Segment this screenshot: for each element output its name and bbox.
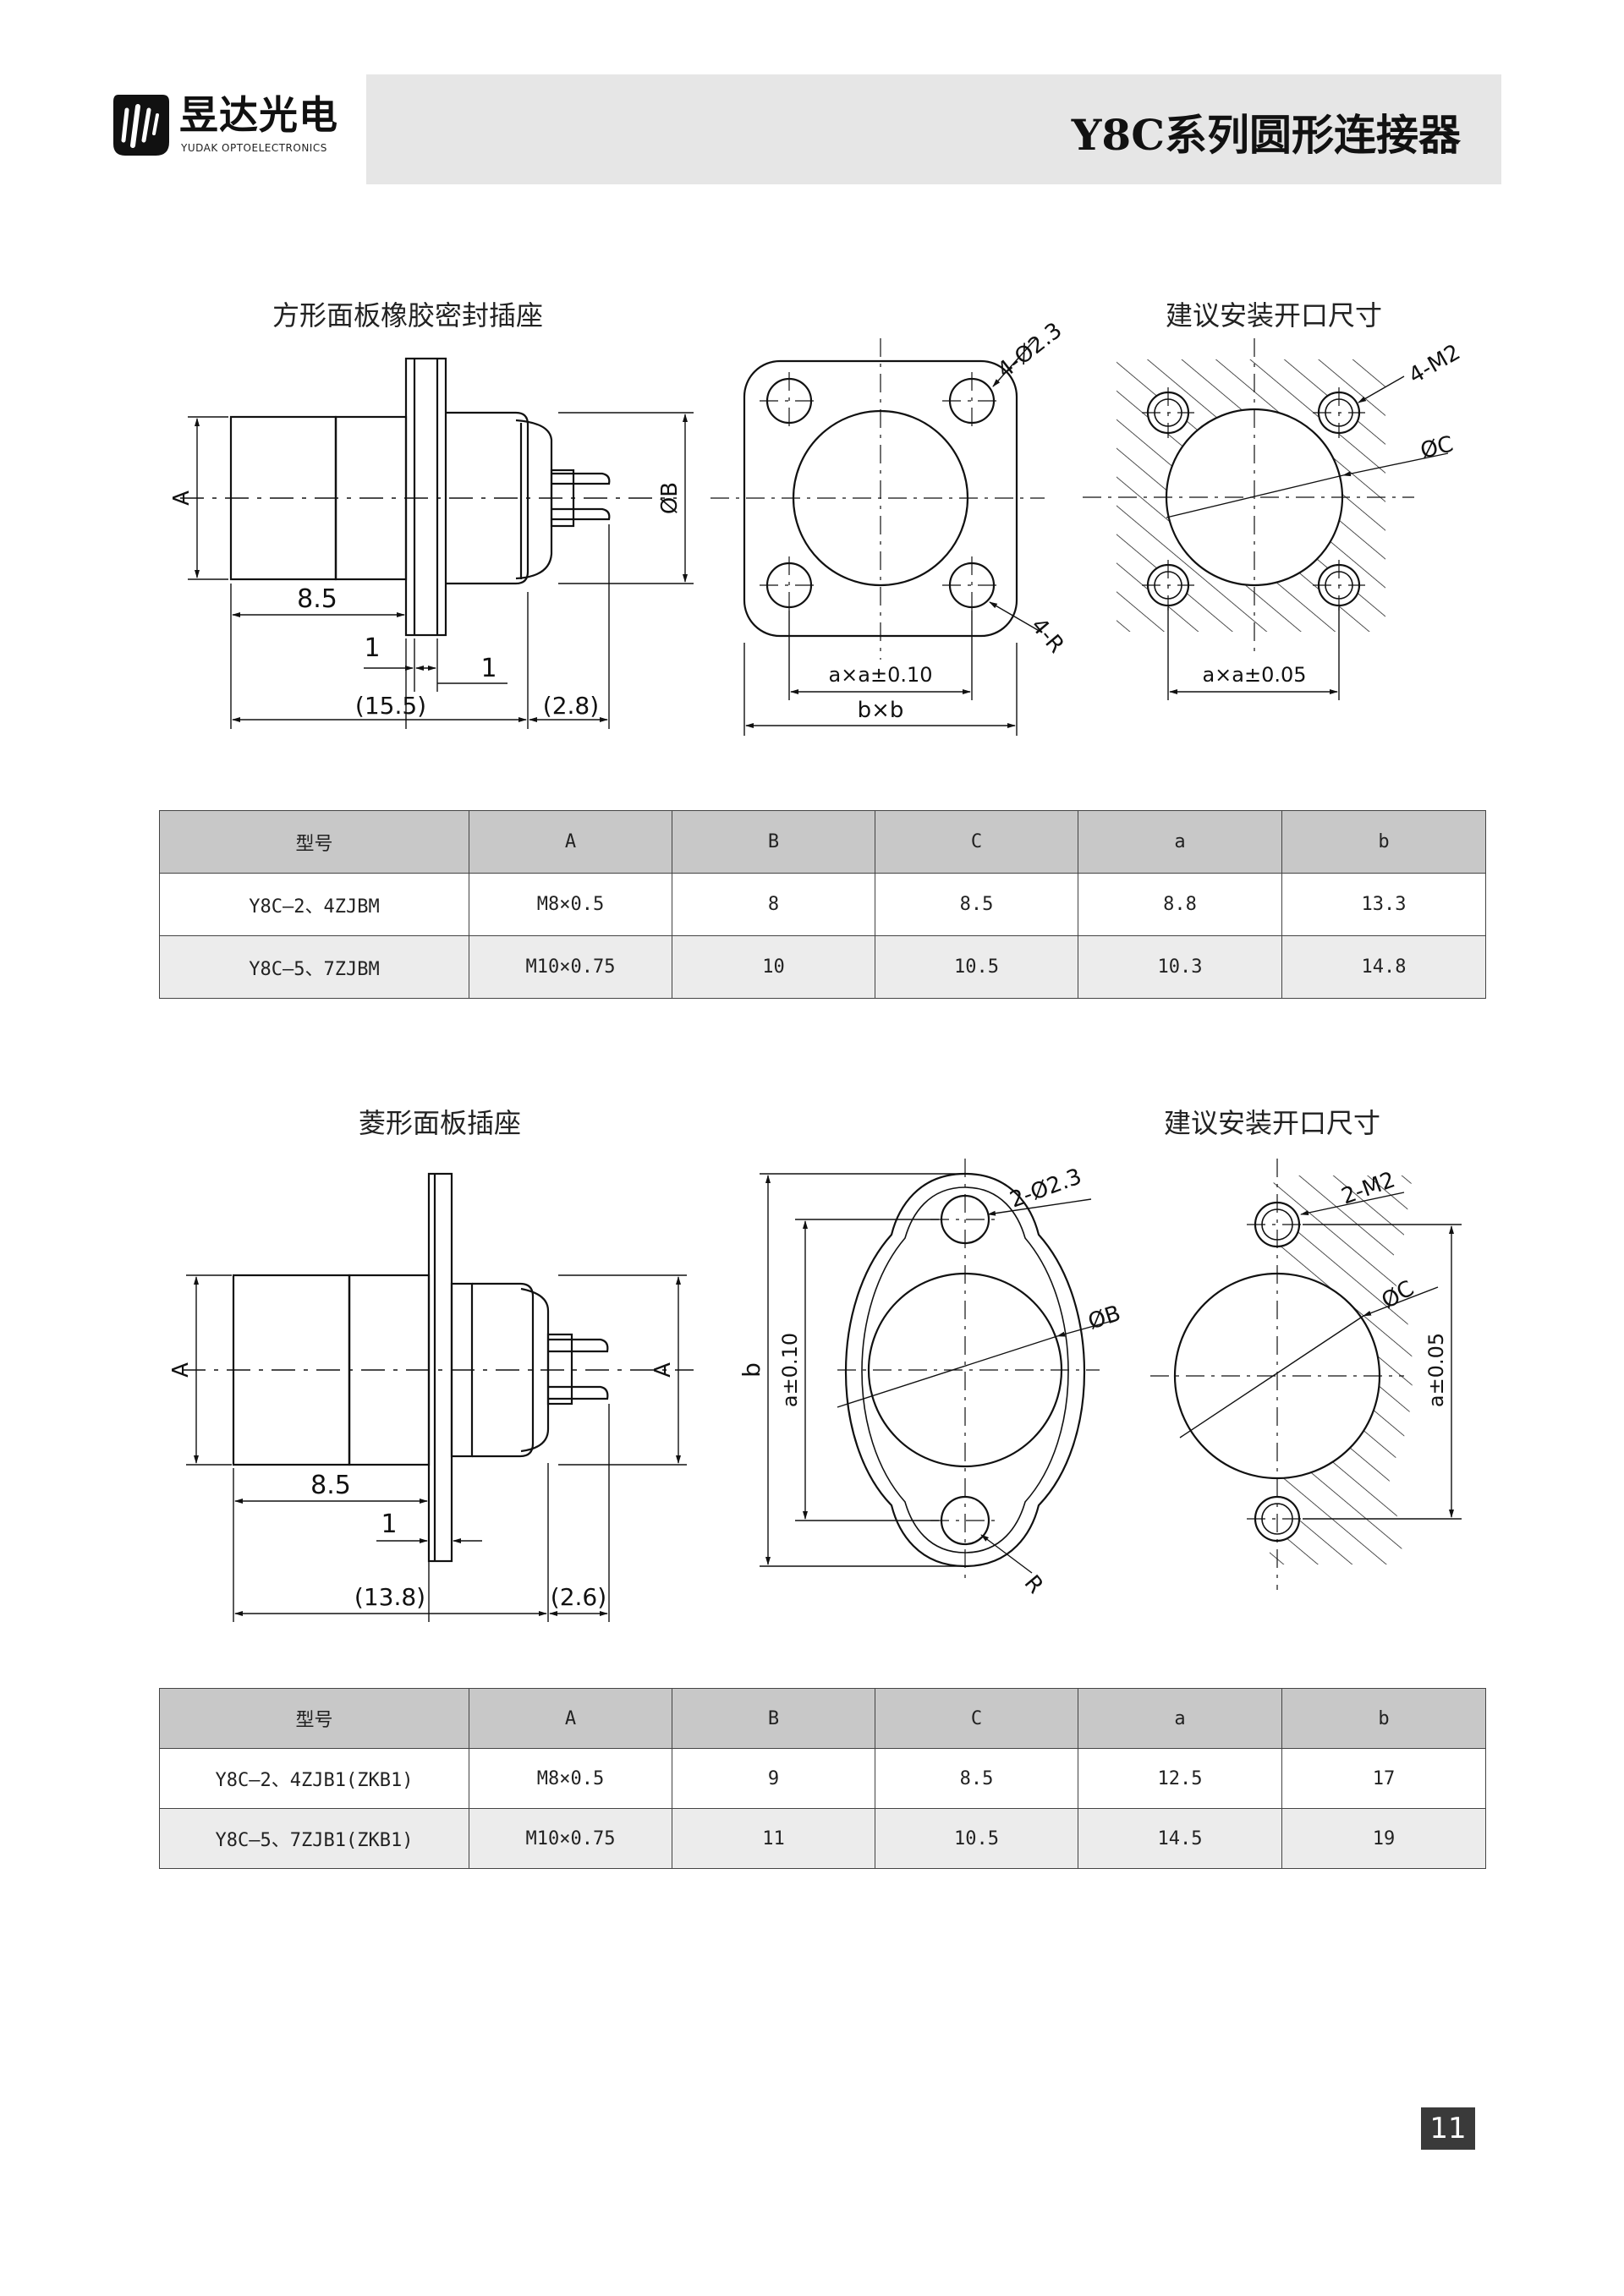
cell-a: 12.5 [1078,1748,1282,1809]
header-band: Y8C系列圆形连接器 [366,74,1501,184]
logo-name: 昱达光电 [179,92,338,138]
spec-table-square: 型号 A B C a b Y8C—2、4ZJBM M8×0.5 8 8.5 8.… [159,810,1486,999]
cell-a: 10.3 [1078,935,1282,999]
page-title: Y8C系列圆形连接器 [1071,110,1461,160]
dim-label-1b: 1 [480,654,497,683]
cell-B: 11 [672,1808,875,1869]
square-cutout-view [1083,338,1414,655]
dim-label-b: b [738,1362,765,1378]
caption-cutout-2: 建议安装开口尺寸 [1164,1107,1381,1139]
cell-C: 10.5 [875,1808,1078,1869]
cell-C: 8.5 [875,1748,1078,1809]
company-logo: 昱达光电 YUDAK OPTOELECTRONICS [110,91,338,159]
table-row: Y8C—5、7ZJBM M10×0.75 10 10.5 10.3 14.8 [159,935,1486,999]
cell-C: 10.5 [875,935,1078,999]
col-header-b: b [1281,810,1486,874]
cell-A: M10×0.75 [469,935,672,999]
col-header-a: a [1078,810,1282,874]
cell-model: Y8C—2、4ZJBM [159,873,469,936]
dim-label-2-6: (2.6) [551,1583,606,1611]
page-number: 11 [1421,2107,1475,2150]
dim-label-4-R: 4-R [1026,613,1069,658]
square-socket-side-dimensions [188,412,694,729]
diamond-flange-front-view [837,1159,1100,1581]
col-header-model: 型号 [159,810,469,874]
cell-A: M10×0.75 [469,1808,672,1869]
square-cutout-dimensions [1166,375,1449,700]
logo-subtitle: YUDAK OPTOELECTRONICS [181,142,327,154]
cell-b: 19 [1281,1808,1486,1869]
col-header-b: b [1281,1688,1486,1749]
diamond-socket-side-dimensions [186,1274,687,1622]
cell-A: M8×0.5 [469,1748,672,1809]
diamond-flange-front-dimensions [760,1173,1119,1574]
square-socket-side-view [180,357,677,637]
cell-a: 8.8 [1078,873,1282,936]
col-header-C: C [875,810,1078,874]
cell-B: 8 [672,873,875,936]
col-header-A: A [469,1688,672,1749]
col-header-B: B [672,810,875,874]
cell-B: 9 [672,1748,875,1809]
table-row: Y8C—2、4ZJBM M8×0.5 8 8.5 8.8 13.3 [159,873,1486,936]
cell-C: 8.5 [875,873,1078,936]
dim-label-phiB: ØB [657,482,683,514]
col-header-C: C [875,1688,1078,1749]
dim-label-15-5: (15.5) [355,692,426,720]
dim-label-a-005: a±0.05 [1424,1333,1448,1407]
cell-A: M8×0.5 [469,873,672,936]
col-header-a: a [1078,1688,1282,1749]
square-flange-front-dimensions [743,337,1043,736]
dim-label-1-c: 1 [381,1510,397,1539]
dim-label-A: A [169,490,195,506]
table-row: Y8C—2、4ZJB1(ZKB1) M8×0.5 9 8.5 12.5 17 [159,1748,1486,1809]
dim-label-2-8: (2.8) [543,692,599,720]
diamond-cutout-view [1150,1159,1413,1590]
dim-label-axa-005: a×a±0.05 [1202,663,1306,687]
table-header-row: 型号 A B C a b [159,1688,1486,1749]
cell-B: 10 [672,935,875,999]
dim-label-phiB-2: ØB [1085,1301,1124,1334]
diamond-cutout-dimensions [1179,1192,1462,1520]
col-header-B: B [672,1688,875,1749]
dim-label-8-5: 8.5 [297,584,337,614]
dim-label-axa-010: a×a±0.10 [828,663,932,687]
table-row: Y8C—5、7ZJB1(ZKB1) M10×0.75 11 10.5 14.5 … [159,1808,1486,1869]
dim-label-A-right: A [650,1362,676,1378]
diamond-socket-side-view [182,1172,694,1563]
logo-mark-icon [113,95,169,156]
col-header-model: 型号 [159,1688,469,1749]
spec-table-diamond: 型号 A B C a b Y8C—2、4ZJB1(ZKB1) M8×0.5 9 … [159,1688,1486,1869]
dim-label-4-M2: 4-M2 [1405,340,1465,389]
cell-b: 14.8 [1281,935,1486,999]
caption-square-socket: 方形面板橡胶密封插座 [272,299,544,332]
dim-label-phiC: ØC [1418,431,1456,463]
dim-label-13-8: (13.8) [354,1583,425,1611]
dim-label-4-holes: 4-Ø2.3 [993,318,1067,384]
dim-label-A-left: A [168,1362,194,1378]
dim-label-8-5-b: 8.5 [310,1471,351,1500]
dim-label-R: R [1019,1570,1049,1598]
dim-label-a-010: a±0.10 [778,1333,802,1407]
square-flange-front-view [710,338,1045,660]
cell-model: Y8C—5、7ZJB1(ZKB1) [159,1808,469,1869]
caption-diamond-socket: 菱形面板插座 [359,1107,522,1139]
dim-label-1a: 1 [364,633,380,663]
caption-cutout-1: 建议安装开口尺寸 [1166,299,1383,332]
cell-model: Y8C—2、4ZJB1(ZKB1) [159,1748,469,1809]
cell-a: 14.5 [1078,1808,1282,1869]
table-header-row: 型号 A B C a b [159,810,1486,874]
col-header-A: A [469,810,672,874]
cell-b: 17 [1281,1748,1486,1809]
dim-label-bxb: b×b [858,698,904,723]
cell-b: 13.3 [1281,873,1486,936]
cell-model: Y8C—5、7ZJBM [159,935,469,999]
